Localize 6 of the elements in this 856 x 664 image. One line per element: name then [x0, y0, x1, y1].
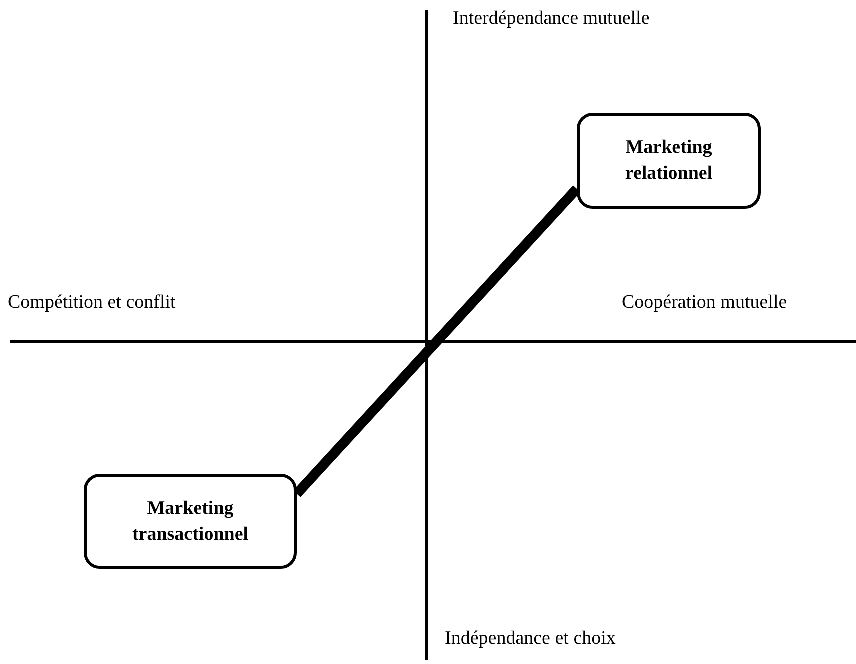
- axis-label: Indépendance et choix: [445, 628, 616, 650]
- concept-box: Marketing transactionnel: [84, 474, 297, 569]
- axis-label: Compétition et conflit: [8, 292, 176, 314]
- axis-label: Coopération mutuelle: [622, 292, 788, 314]
- axis-label: Interdépendance mutuelle: [453, 8, 650, 30]
- concept-box: Marketing relationnel: [577, 113, 761, 209]
